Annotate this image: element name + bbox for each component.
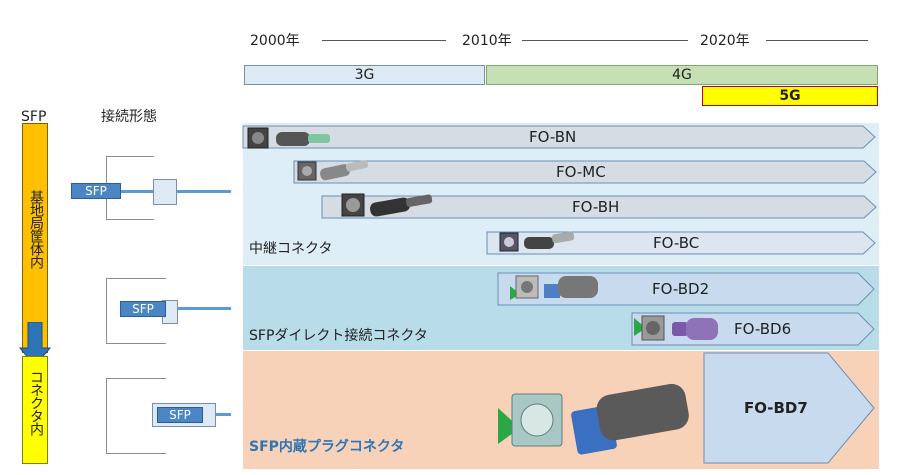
mount-type-header: 接続形態 <box>101 109 157 125</box>
category-label-sfp-direct: SFPダイレクト接続コネクタ <box>249 328 428 344</box>
inside-chassis-bar <box>22 123 48 353</box>
product-label-fo-bh: FO-BH <box>572 198 620 216</box>
connector-receptacle-icon <box>498 383 689 455</box>
sfp-header: SFP <box>21 109 47 125</box>
inside-connector-label: コネクタ内 <box>28 370 44 435</box>
gen-3g-label: 3G <box>354 67 375 83</box>
connector-plug-icon <box>510 275 598 300</box>
connector-receptacle-icon <box>247 127 330 149</box>
sfp-module-box: SFP <box>157 407 203 423</box>
gen-4g-label: 4G <box>672 67 692 83</box>
timeline-line <box>522 40 688 41</box>
connector-receptacle-icon <box>341 193 433 217</box>
gen-3g-bar: 3G <box>244 65 485 85</box>
chassis-bracket-inner <box>120 156 154 220</box>
timeline-line <box>322 40 446 41</box>
product-label-fo-bc: FO-BC <box>653 234 700 252</box>
relay-connector-box <box>153 179 177 205</box>
gen-5g-label: 5G <box>779 88 801 104</box>
timeline-line <box>766 40 868 41</box>
connector-plug-icon <box>634 315 718 341</box>
category-label-sfp-builtin: SFP内蔵プラグコネクタ <box>249 439 405 455</box>
product-label-fo-bd7: FO-BD7 <box>744 399 808 417</box>
gen-5g-bar: 5G <box>702 86 878 106</box>
year-2010: 2010年 <box>462 33 512 49</box>
connector-plug-icon <box>297 160 369 181</box>
year-2020: 2020年 <box>700 33 750 49</box>
inside-chassis-label: 基地局筐体内 <box>28 190 44 268</box>
inside-connector-bar <box>22 356 48 464</box>
chassis-bracket <box>106 278 166 344</box>
sfp-module-box: SFP <box>71 183 121 199</box>
product-label-fo-bd6: FO-BD6 <box>734 320 792 338</box>
product-label-fo-bn: FO-BN <box>529 128 577 146</box>
product-label-fo-bd2: FO-BD2 <box>652 280 710 298</box>
sfp-module-box: SFP <box>120 301 166 317</box>
year-2000: 2000年 <box>250 33 300 49</box>
product-label-fo-mc: FO-MC <box>556 163 606 181</box>
connector-plug-icon <box>499 231 575 252</box>
gen-4g-bar: 4G <box>486 65 878 85</box>
fiber-line <box>216 413 231 416</box>
category-label-relay: 中継コネクタ <box>249 241 333 257</box>
chassis-bracket <box>106 378 166 454</box>
fiber-line <box>178 307 231 310</box>
